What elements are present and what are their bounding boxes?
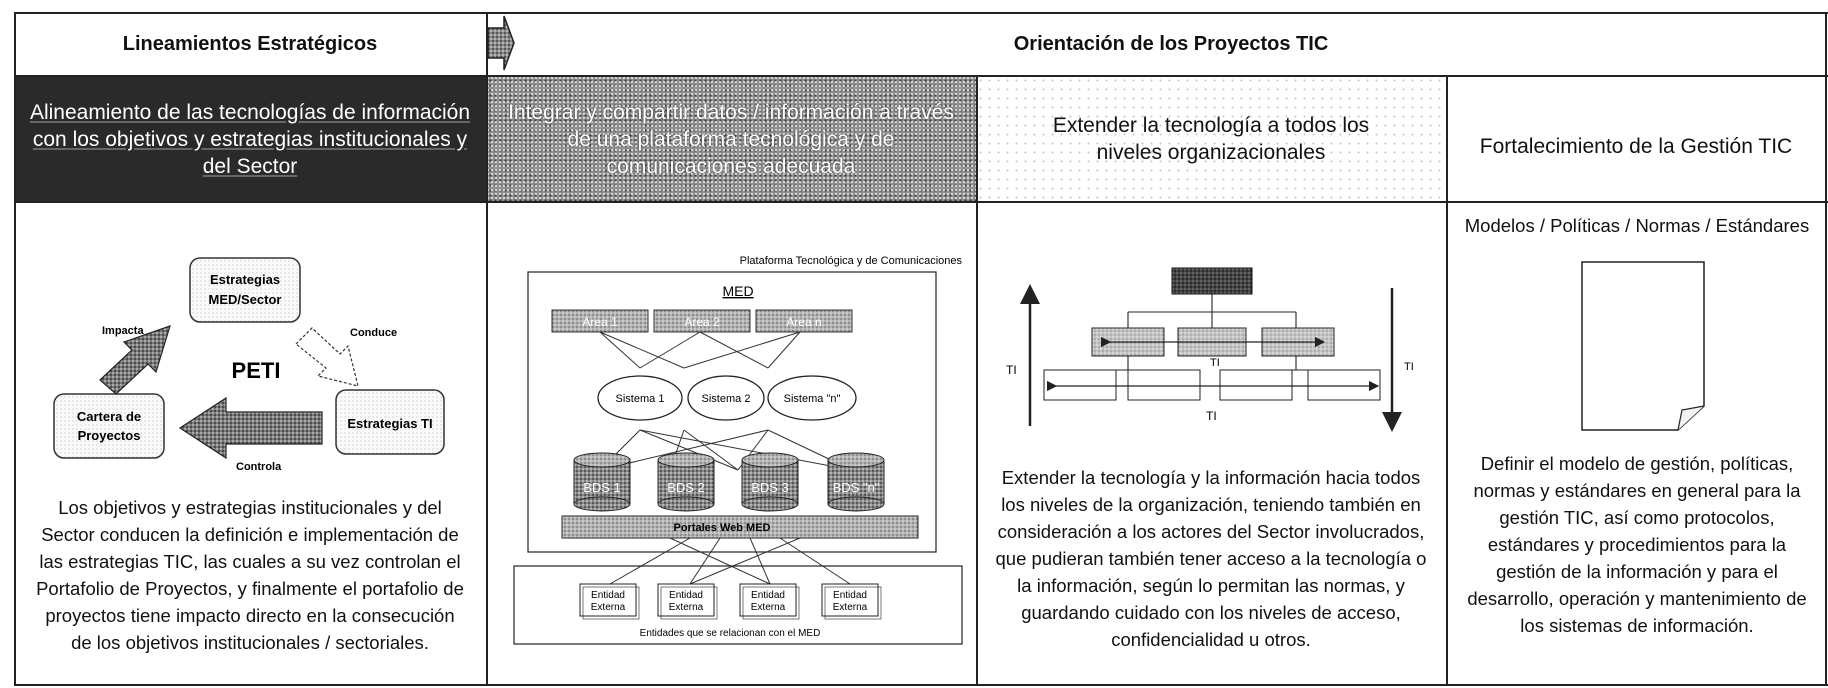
entity-1-line1: Entidad: [591, 590, 625, 601]
area-label-1: Area 1: [582, 315, 618, 329]
peti-center-label: PETI: [232, 358, 281, 383]
db-label-1: BDS 1: [583, 480, 621, 495]
band-alineamiento: Alineamiento de las tecnologías de infor…: [14, 76, 486, 202]
entity-4-line2: Externa: [833, 602, 868, 613]
arrow-controla-icon: [178, 396, 323, 460]
system-node-1: [597, 375, 683, 421]
document-icon: [1578, 258, 1708, 434]
portal-label: Portales Web MED: [674, 522, 771, 534]
grid-right: [1825, 12, 1827, 686]
node-estrategias-med-line1: Estrategias: [210, 272, 280, 287]
entity-4-line1: Entidad: [833, 590, 867, 601]
header-orientacion: Orientación de los Proyectos TIC: [1013, 32, 1329, 55]
arrow-connector-icon: [486, 14, 516, 72]
node-cartera-line2: Proyectos: [78, 428, 141, 443]
peti-diagram: Estrategias MED/Sector Estrategias TI Ca…: [40, 248, 460, 478]
header-lineamientos: Lineamientos Estratégicos: [122, 32, 378, 55]
area-box-3: [755, 309, 853, 333]
org-ti-left: TI: [1006, 363, 1017, 377]
entity-box-1: [579, 583, 640, 620]
med-label: MED: [722, 283, 753, 299]
org-low-box-4: [1307, 369, 1381, 401]
area-label-2: Area 2: [684, 315, 720, 329]
grid-v2: [976, 76, 978, 686]
db-cylinder-2: [657, 452, 715, 512]
grid-top: [14, 12, 1828, 14]
band-fortalecimiento-text: Fortalecimiento de la Gestión TIC: [1479, 134, 1793, 158]
area-label-3: Area n: [786, 315, 821, 329]
grid-band-bottom: [14, 201, 1828, 203]
org-ti-right: TI: [1404, 361, 1414, 373]
node-estrategias-ti: [335, 389, 445, 455]
org-low-box-1: [1043, 369, 1117, 401]
db-cylinder-1: [573, 452, 631, 512]
entities-container: [513, 565, 963, 645]
entity-3-line1: Entidad: [751, 590, 785, 601]
system-label-1: Sistema 1: [616, 393, 665, 405]
area-box-2: [653, 309, 751, 333]
entity-2-line2: Externa: [669, 602, 704, 613]
node-estrategias-med: [189, 257, 301, 323]
entities-caption: Entidades que se relacionan con el MED: [640, 628, 821, 639]
entity-2-line1: Entidad: [669, 590, 703, 601]
col4-heading: Modelos / Políticas / Normas / Estándare…: [1464, 215, 1810, 236]
node-cartera-line1: Cartera de: [77, 409, 141, 424]
arrow-impacta-icon: [99, 325, 171, 395]
col3-description: Extender la tecnología y la información …: [995, 467, 1427, 650]
org-ti-bottom: TI: [1206, 409, 1217, 423]
org-low-box-2: [1127, 369, 1201, 401]
arrow-conduce-icon: [295, 327, 359, 387]
db-cylinder-4: [827, 452, 885, 512]
grid-left: [14, 12, 16, 686]
db-cylinder-3: [741, 452, 799, 512]
portal-bar: [561, 515, 919, 539]
edge-impacta-label: Impacta: [102, 325, 144, 337]
band-extender-text: Extender la tecnología a todos los nivel…: [1052, 114, 1370, 164]
system-label-2: Sistema 2: [702, 393, 751, 405]
platform-connections: [599, 331, 853, 585]
entity-1-line2: Externa: [591, 602, 626, 613]
platform-title: Plataforma Tecnológica y de Comunicacion…: [740, 255, 963, 267]
node-estrategias-ti-label: Estrategias TI: [347, 416, 432, 431]
org-ti-mid: TI: [1210, 357, 1220, 369]
system-node-3: [767, 375, 857, 421]
org-top-box: [1171, 267, 1253, 295]
grid-v3: [1446, 76, 1448, 686]
band-extender: Extender la tecnología a todos los nivel…: [976, 76, 1446, 202]
platform-diagram: Plataforma Tecnológica y de Comunicacion…: [490, 248, 974, 648]
db-label-4: BDS "n": [833, 480, 880, 495]
entity-box-3: [739, 583, 800, 620]
grid-v1: [486, 12, 488, 686]
entity-3-line2: Externa: [751, 602, 786, 613]
entity-box-4: [821, 583, 882, 620]
edge-conduce-label: Conduce: [350, 327, 397, 339]
area-box-1: [551, 309, 649, 333]
band-integrar: Integrar y compartir datos / información…: [486, 76, 976, 202]
system-node-2: [687, 375, 765, 421]
col4-description: Definir el modelo de gestión, políticas,…: [1467, 453, 1807, 636]
org-diagram: TI TI TI TI: [996, 256, 1436, 456]
band-integrar-text: Integrar y compartir datos / información…: [508, 100, 954, 178]
db-label-2: BDS 2: [667, 480, 705, 495]
db-label-3: BDS 3: [751, 480, 789, 495]
grid-bottom: [14, 684, 1828, 686]
grid-header-bottom: [14, 75, 1828, 77]
system-label-3: Sistema "n": [784, 393, 841, 405]
med-container: [527, 271, 937, 553]
node-estrategias-med-line2: MED/Sector: [209, 292, 282, 307]
node-cartera: [53, 393, 165, 459]
col1-description: Los objetivos y estrategias instituciona…: [36, 497, 464, 653]
edge-controla-label: Controla: [236, 461, 282, 473]
entity-box-2: [657, 583, 718, 620]
org-low-box-3: [1219, 369, 1293, 401]
band-alineamiento-text: Alineamiento de las tecnologías de infor…: [29, 100, 471, 178]
band-fortalecimiento: Fortalecimiento de la Gestión TIC: [1446, 76, 1826, 202]
